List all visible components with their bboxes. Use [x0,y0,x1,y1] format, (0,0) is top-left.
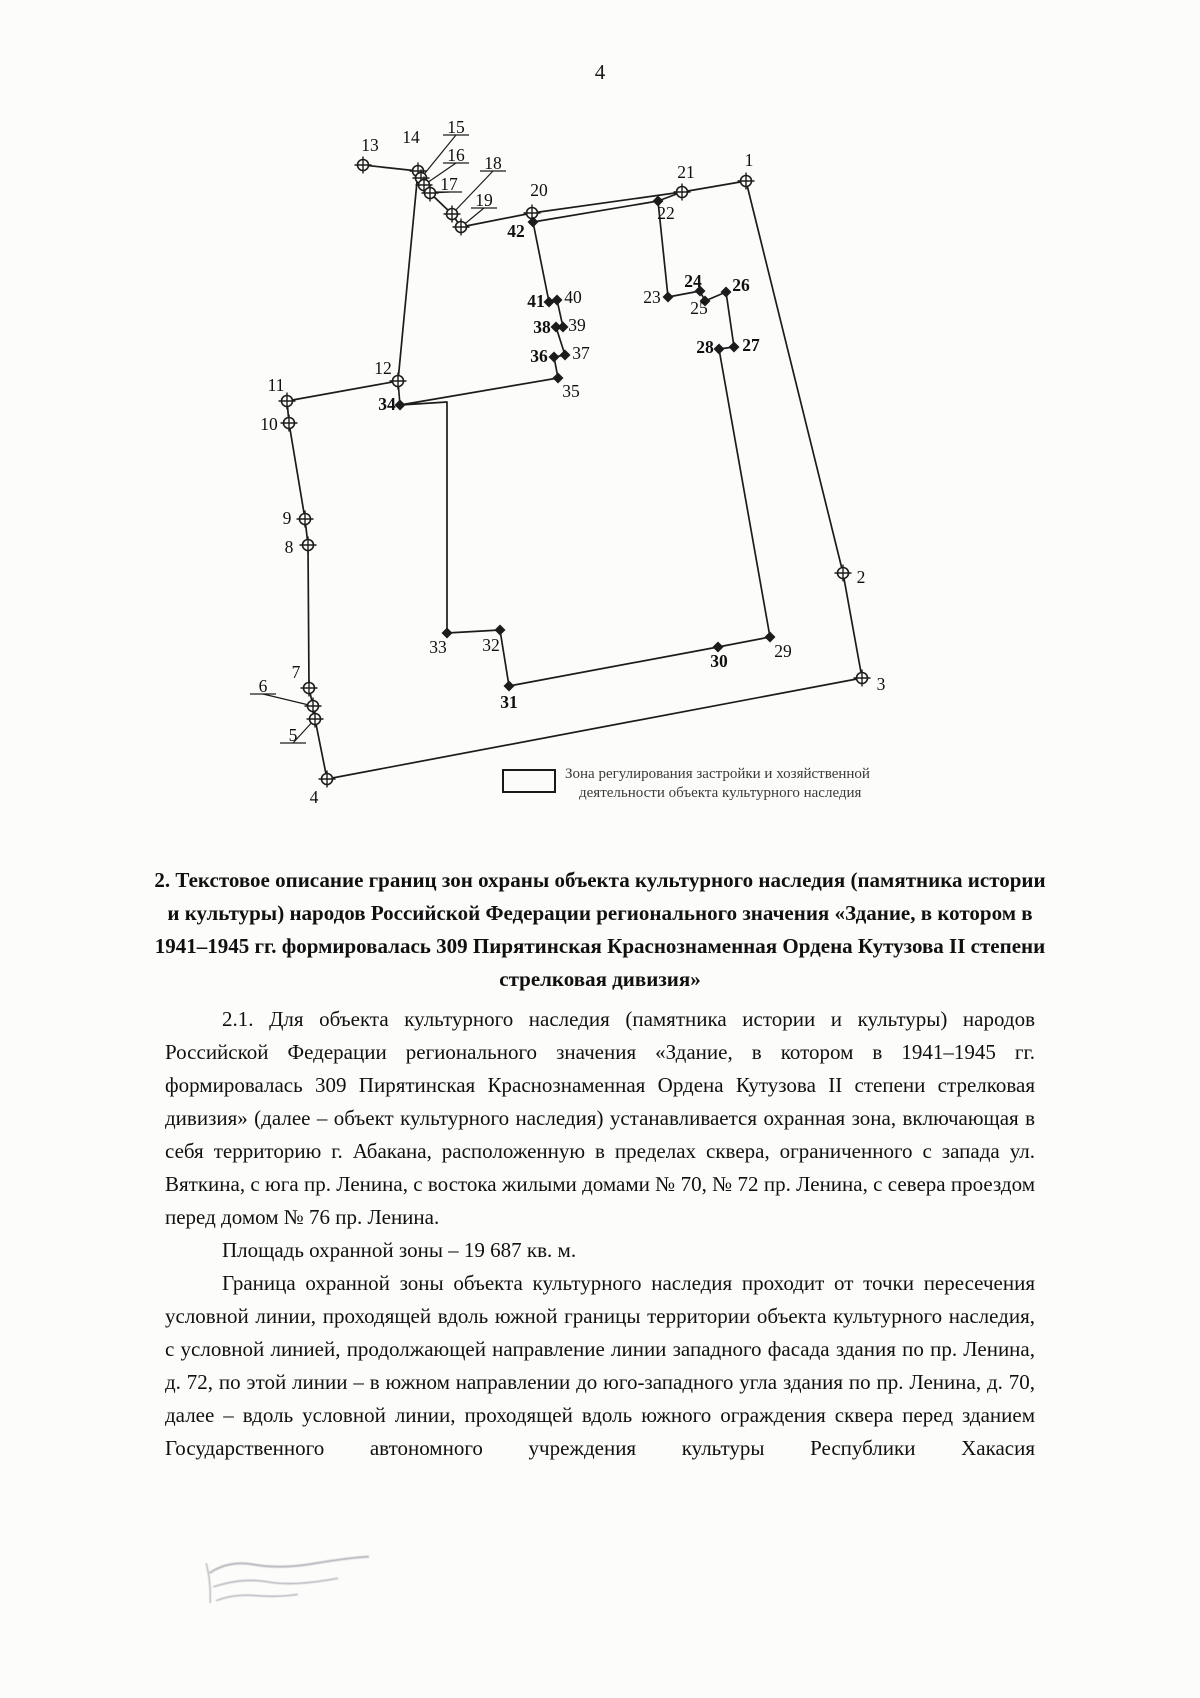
point-label-21: 21 [677,162,695,182]
point-label-38: 38 [533,317,551,337]
point-marker-33 [441,627,453,639]
point-marker-40 [551,294,563,306]
point-label-20: 20 [530,180,548,200]
point-label-37: 37 [572,343,590,363]
point-marker-36 [548,351,560,363]
point-label-2: 2 [857,567,866,587]
point-label-36: 36 [530,346,548,366]
point-label-33: 33 [429,637,447,657]
point-label-11: 11 [268,375,285,395]
legend-swatch [502,769,556,793]
point-marker-24 [694,285,706,297]
point-label-34: 34 [378,394,396,414]
point-label-4: 4 [310,787,319,807]
legend-label-line1: Зона регулирования застройки и хозяйстве… [565,766,870,782]
section-heading: 2. Текстовое описание границ зон охраны … [154,868,1046,991]
point-marker-35 [552,372,564,384]
point-label-13: 13 [361,135,379,155]
point-marker-32 [494,624,506,636]
protection-zone-boundary [399,200,771,687]
point-label-31: 31 [500,692,518,712]
point-label-10: 10 [260,414,278,434]
point-label-17: 17 [440,174,458,194]
label-leader-line [262,693,314,707]
point-label-22: 22 [657,203,675,223]
point-marker-26 [720,286,732,298]
point-marker-28 [713,343,725,355]
point-label-23: 23 [643,287,661,307]
point-marker-31 [503,680,515,692]
point-marker-25 [699,295,711,307]
regulation-zone-boundary [286,164,863,780]
point-label-41: 41 [527,291,545,311]
point-label-25: 25 [690,298,708,318]
paragraph-area: Площадь охранной зоны – 19 687 кв. м. [222,1238,577,1262]
paragraph-boundary: Граница охранной зоны объекта культурног… [165,1271,1035,1460]
point-label-39: 39 [568,315,586,335]
point-label-6: 6 [259,676,268,696]
point-marker-39 [557,321,569,333]
legend-label-line2: деятельности объекта культурного наследи… [579,785,862,801]
point-label-27: 27 [742,335,760,355]
point-label-28: 28 [696,337,714,357]
point-label-3: 3 [877,674,886,694]
point-marker-34 [394,399,406,411]
point-marker-30 [712,641,724,653]
point-marker-27 [728,341,740,353]
legend-label: Зона регулирования застройки и хозяйстве… [565,765,985,803]
point-label-26: 26 [732,275,750,295]
point-label-35: 35 [562,381,580,401]
point-marker-29 [764,631,776,643]
point-label-24: 24 [684,271,702,291]
point-label-8: 8 [285,537,294,557]
page-number: 4 [594,60,606,84]
label-leader-line [451,170,494,215]
point-marker-22 [652,195,664,207]
point-marker-37 [559,349,571,361]
point-label-1: 1 [745,150,754,170]
point-marker-42 [527,216,539,228]
label-leader-line [423,162,457,186]
point-label-14: 14 [402,127,420,147]
point-label-5: 5 [289,725,298,745]
point-label-18: 18 [484,153,502,173]
point-label-15: 15 [447,117,465,137]
body-text: 2.1. Для объекта культурного наследия (п… [165,1003,1035,1465]
point-marker-41 [543,296,555,308]
point-label-32: 32 [482,635,500,655]
point-label-40: 40 [564,287,582,307]
point-label-19: 19 [475,190,493,210]
point-marker-38 [550,321,562,333]
point-label-16: 16 [447,145,465,165]
point-label-12: 12 [374,358,392,378]
point-label-29: 29 [774,641,792,661]
point-label-30: 30 [710,651,728,671]
point-label-7: 7 [292,662,301,682]
point-marker-23 [662,291,674,303]
label-leader-line [420,134,457,179]
point-label-9: 9 [283,508,292,528]
point-label-42: 42 [507,221,525,241]
paragraph-2-1: 2.1. Для объекта культурного наследия (п… [165,1007,1035,1229]
stamp-mark [205,1555,370,1604]
